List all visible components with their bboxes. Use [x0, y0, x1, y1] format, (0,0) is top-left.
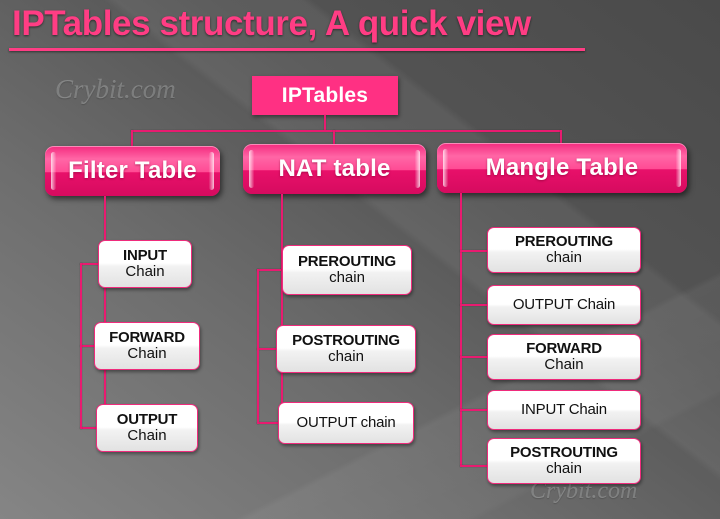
connector-mangle-stub-4	[460, 409, 487, 411]
chain-label-line1: PREROUTING	[514, 232, 613, 250]
chain-label-line1: POSTROUTING	[510, 443, 618, 461]
chain-label-line2: chain	[328, 348, 364, 365]
chain-box[interactable]: PREROUTING chain	[487, 227, 641, 273]
connector-filter-left-rail	[80, 263, 82, 429]
chain-label-line1: OUTPUT Chain	[512, 295, 616, 313]
chain-label-line1: FORWARD	[526, 339, 602, 357]
chain-box[interactable]: POSTROUTING chain	[276, 325, 416, 373]
connector-filter-stub-1	[80, 263, 104, 265]
table-header-mangle[interactable]: Mangle Table	[437, 143, 687, 193]
table-header-mangle-label: Mangle Table	[485, 154, 639, 181]
root-node-iptables: IPTables	[252, 76, 398, 115]
connector-root-to-nat	[333, 130, 335, 145]
slide-title: IPTables structure, A quick view	[12, 4, 531, 43]
watermark-top: Crybit.com	[55, 74, 176, 104]
connector-nat-left-rail	[257, 269, 259, 424]
chain-label-line1: FORWARD	[109, 328, 185, 346]
connector-filter-stub-2	[80, 345, 104, 347]
chain-label-line2: Chain	[127, 427, 167, 444]
connector-nat-stub-3	[257, 422, 281, 424]
connector-mangle-stub-1	[460, 250, 487, 252]
connector-mangle-stub-5	[460, 465, 487, 467]
chain-label-line2: Chain	[125, 263, 165, 280]
connector-mangle-stub-3	[460, 356, 487, 358]
connector-mangle-stub-2	[460, 304, 487, 306]
table-header-nat-label: NAT table	[278, 155, 391, 182]
connector-filter-spine	[104, 196, 106, 428]
chain-box[interactable]: OUTPUT Chain	[96, 404, 198, 452]
connector-nat-stub-2	[257, 348, 281, 350]
chain-box[interactable]: FORWARD Chain	[94, 322, 200, 370]
table-header-filter-label: Filter Table	[68, 157, 197, 184]
chain-label-line1: INPUT	[122, 246, 167, 264]
connector-root-to-mangle	[560, 130, 562, 144]
chain-box[interactable]: PREROUTING chain	[282, 245, 412, 295]
chain-label-line1: PREROUTING	[297, 252, 396, 270]
connector-root-bus	[131, 130, 561, 132]
connector-mangle-spine	[460, 193, 462, 467]
connector-root-to-filter	[131, 130, 133, 147]
connector-filter-stub-3	[80, 427, 104, 429]
chain-label-line2: Chain	[544, 356, 584, 373]
connector-nat-spine	[281, 194, 283, 423]
chain-label-line1: INPUT Chain	[521, 400, 607, 418]
title-underline	[9, 48, 585, 51]
chain-box[interactable]: OUTPUT Chain	[487, 285, 641, 325]
chain-label-line1: OUTPUT chain	[296, 413, 396, 431]
chain-label-line2: chain	[329, 269, 365, 286]
chain-box[interactable]: INPUT Chain	[487, 390, 641, 430]
chain-label-line2: chain	[546, 249, 582, 266]
root-node-label: IPTables	[281, 83, 369, 107]
chain-box[interactable]: POSTROUTING chain	[487, 438, 641, 484]
table-header-filter[interactable]: Filter Table	[45, 146, 220, 196]
connector-root-trunk	[324, 115, 326, 131]
chain-label-line1: POSTROUTING	[292, 331, 400, 349]
chain-label-line2: chain	[546, 460, 582, 477]
chain-box[interactable]: OUTPUT chain	[278, 402, 414, 444]
connector-nat-stub-1	[257, 269, 281, 271]
chain-label-line2: Chain	[127, 345, 167, 362]
table-header-nat[interactable]: NAT table	[243, 144, 426, 194]
chain-label-line1: OUTPUT	[116, 410, 178, 428]
chain-box[interactable]: INPUT Chain	[98, 240, 192, 288]
chain-box[interactable]: FORWARD Chain	[487, 334, 641, 380]
